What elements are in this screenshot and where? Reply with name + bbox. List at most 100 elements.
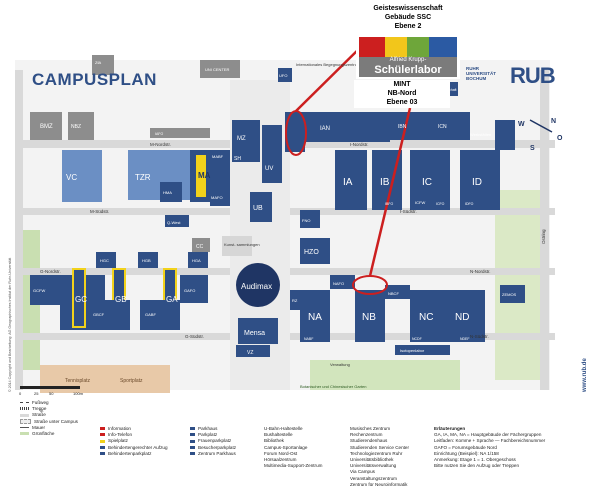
- building-uv: [262, 125, 282, 183]
- building-iafo-east: [495, 120, 515, 150]
- street-n-suedstr: N-Südstr.: [470, 334, 489, 339]
- west-road: [15, 70, 23, 390]
- legend-ubahn: U-Bahn-Haltestelle: [264, 426, 303, 431]
- place-tennisplatz: Tennisplatz: [65, 378, 91, 384]
- label-ibn: IBN: [398, 124, 407, 130]
- annotation-ssc-line2: Gebäude SSC: [384, 14, 432, 21]
- schuelerlabor-rub-block: [359, 37, 385, 57]
- legend-vz: Veranstaltungszentrum: [350, 475, 397, 481]
- legend-col-parking: Parkhaus Parkplatz Frauenparkplatz Besuc…: [190, 426, 262, 457]
- label-hgc: HGC: [100, 258, 109, 263]
- building-unicenter: [200, 60, 240, 78]
- legend-musisches-zentrum: Musisches Zentrum: [350, 426, 391, 431]
- scale-label-50: 50: [49, 391, 54, 396]
- label-id: ID: [472, 177, 482, 188]
- label-gc: GC: [75, 295, 87, 304]
- legend-explanation-4: Einrichtung (Beispiel): NA 1/158: [434, 450, 499, 456]
- building-ia: [335, 150, 367, 210]
- legend-besucherparkplatz: Besucherparkplatz: [198, 444, 237, 450]
- building-icn: [430, 112, 470, 140]
- building-hga: [188, 252, 208, 268]
- street-g-nordstr: G-Nordstr.: [40, 269, 61, 274]
- label-hga: HGA: [192, 258, 201, 263]
- street-m-nordstr: M-Nordstr.: [150, 142, 171, 147]
- legend-rechenzentrum: Rechenzentrum: [350, 432, 383, 438]
- legend-parkhaus: Parkhaus: [198, 426, 218, 431]
- annotation-mint-line1: MINT: [393, 81, 411, 88]
- legend-strasse-unter-campus: Straße unter Campus: [34, 418, 78, 424]
- label-iafo: IAFO: [155, 132, 163, 136]
- building-ma-highlight: [196, 155, 206, 197]
- annotation-ssc: Geisteswissenschaft Gebäude SSC Ebene 2: [356, 4, 460, 36]
- schuelerlabor-banner: Alfried Krupp- Schülerlabor: [356, 35, 460, 79]
- legend-parkplatz: Parkplatz: [198, 432, 218, 438]
- annotation-mint-line3: Ebene 03: [386, 99, 418, 106]
- label-ian: IAN: [320, 126, 330, 132]
- label-ub: UB: [253, 205, 263, 212]
- building-gbcf: [90, 300, 130, 330]
- compass-o: O: [557, 135, 563, 142]
- legend-col-facilities: U-Bahn-Haltestelle Bushaltestelle Biblio…: [264, 426, 352, 469]
- building-id: [460, 150, 500, 210]
- rub-logo: RUHR UNIVERSITÄT BOCHUM RUB: [466, 63, 556, 93]
- label-ic: IC: [422, 177, 432, 188]
- legend-explanation-2: Leitfaden: Komme + Sprache — Fachbereich…: [434, 438, 546, 444]
- label-rz: RZ: [292, 298, 298, 303]
- building-gabf: [140, 300, 180, 330]
- label-gb: GB: [115, 295, 127, 304]
- building-ga: [165, 270, 175, 326]
- label-ndef: NDEF: [460, 337, 470, 341]
- building-audimax: [236, 263, 280, 307]
- legend-forum-nord-ost: Forum Nord-Ost: [264, 450, 298, 456]
- scale-label-25: 25: [34, 391, 39, 396]
- building-gc: [74, 270, 84, 326]
- street-i-nordstr: I-Nordstr.: [350, 142, 369, 147]
- building-q-west: [165, 215, 189, 227]
- building-nbcf: [385, 285, 410, 299]
- place-botanischer-garten: Botanischer und Chinesischer Garten: [300, 384, 366, 389]
- label-ncdf: NCDF: [412, 337, 422, 341]
- label-nb: NB: [362, 312, 376, 323]
- legend-tzr: Technologiezentrum Ruhr: [350, 450, 403, 456]
- label-ib: IB: [380, 177, 390, 188]
- label-tzr: TZR: [135, 173, 151, 182]
- label-verwaltung: Verwaltung: [330, 362, 350, 367]
- label-hzo: HZO: [304, 249, 319, 256]
- building-hma: [160, 182, 182, 202]
- label-sh: SH: [234, 156, 241, 162]
- compass-n: N: [551, 118, 556, 125]
- ostring-road: [540, 70, 549, 390]
- label-idfo: IDFO: [465, 202, 474, 206]
- compass-s: S: [530, 145, 535, 152]
- building-gcfw: [30, 275, 60, 305]
- label-uv: UV: [265, 166, 273, 172]
- building-isotopenlabor: [395, 345, 450, 355]
- botanical-garden-area: [310, 360, 460, 390]
- label-mabf: MABF: [212, 154, 224, 159]
- label-ia: IA: [343, 177, 353, 188]
- legend-col-lines: Fußweg Treppe Straße Straße unter Campus…: [20, 400, 98, 437]
- label-gcfw: GCFW: [33, 288, 45, 293]
- building-ssc: [285, 112, 305, 152]
- building-mz: [232, 120, 260, 162]
- label-werkstaetten: Werkstätten: [470, 132, 491, 137]
- scale-label-0: 0: [19, 391, 22, 396]
- street-m-suedstr: M-Südstr.: [90, 209, 109, 214]
- label-gafo: GAFO: [184, 288, 195, 293]
- building-hgc: [96, 252, 116, 268]
- legend-treppe: Treppe: [32, 406, 47, 412]
- legend-col-info: Information Info-Telefon Spielplatz Behi…: [100, 426, 188, 457]
- legend-mauer: Mauer: [32, 424, 46, 430]
- building-zentrum-fahrrad: [150, 128, 210, 138]
- label-bmz: BMZ: [40, 124, 53, 130]
- label-zfa: ZfA: [95, 60, 102, 65]
- building-rz: [290, 290, 305, 310]
- building-nafo: [330, 275, 355, 289]
- label-ma: MA: [198, 171, 211, 180]
- building-ian: [305, 112, 390, 142]
- building-zfa: [92, 55, 114, 75]
- legend-info-telefon: Info-Telefon: [108, 432, 133, 438]
- legend-explanation-5: Anmerkung: Etage 1 = 1. Obergeschoss: [434, 456, 516, 462]
- building-ibn: [390, 112, 430, 140]
